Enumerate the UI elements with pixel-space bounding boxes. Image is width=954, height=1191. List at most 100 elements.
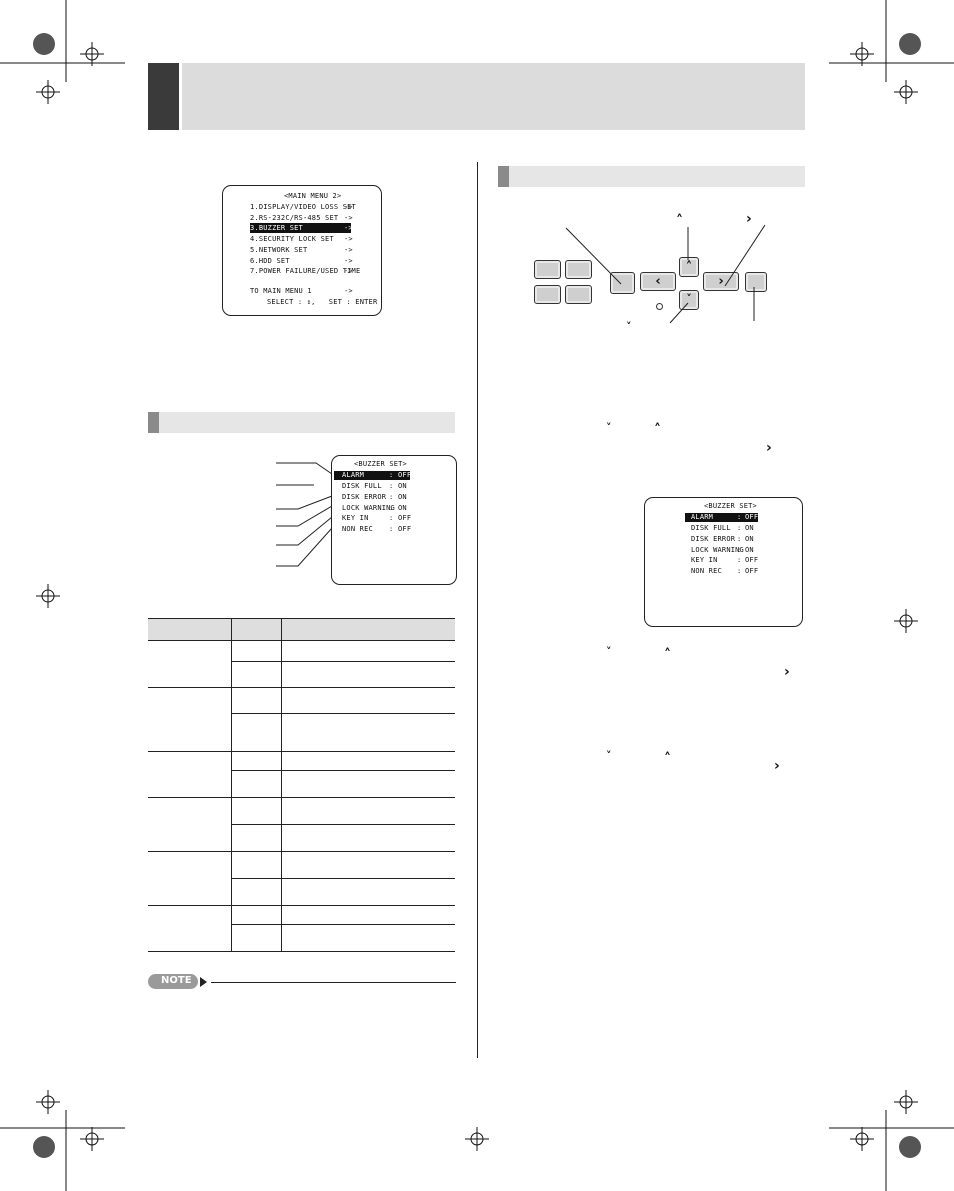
menu-return-main-menu-1[interactable]: TO MAIN MENU 1 — [250, 287, 312, 295]
chevron-right-icon: › — [746, 211, 752, 227]
panel-button[interactable] — [534, 285, 561, 304]
buzzer-title: <BUZZER SET> — [354, 460, 407, 468]
panel-button[interactable] — [534, 260, 561, 279]
chevron-up-icon: ˄ — [685, 260, 693, 275]
table-row — [148, 661, 455, 688]
menu-item-buzzer-set[interactable]: 3.BUZZER SET — [250, 224, 303, 232]
note-rule — [211, 982, 456, 983]
chevron-down-icon: ˅ — [626, 320, 632, 333]
buzzer-value-lock-warning[interactable]: ON — [398, 504, 407, 512]
buzzer-value-key-in[interactable]: OFF — [398, 514, 412, 522]
table-row — [148, 878, 455, 906]
buzzer-row-lock-warning[interactable]: LOCK WARNING — [691, 546, 744, 554]
note-marker: NOTE — [148, 974, 456, 990]
buzzer-row-highlight[interactable] — [685, 513, 758, 522]
buzzer-row-non-rec[interactable]: NON REC — [691, 567, 722, 575]
buzzer-row-key-in[interactable]: KEY IN — [691, 556, 718, 564]
section-bar-tab — [498, 166, 509, 187]
chevron-down-icon: ˅ — [606, 421, 612, 434]
menu-title: <MAIN MENU 2> — [284, 192, 342, 200]
right-arrow-button[interactable]: › — [703, 272, 739, 291]
table-row — [148, 687, 455, 752]
buzzer-value-alarm[interactable]: OFF — [745, 513, 759, 521]
panel-button[interactable] — [565, 285, 592, 304]
main-menu-2-screen: <MAIN MENU 2> 1.DISPLAY/VIDEO LOSS SET -… — [222, 185, 382, 316]
buzzer-sep: : — [737, 513, 742, 521]
menu-item-arrow: -> — [344, 214, 353, 222]
chevron-right-icon: › — [766, 440, 772, 456]
menu-item-power-failure[interactable]: 7.POWER FAILURE/USED TIME — [250, 267, 361, 275]
note-badge — [148, 974, 198, 989]
buzzer-value-non-rec[interactable]: OFF — [398, 525, 412, 533]
table-header-cell — [171, 618, 232, 641]
menu-item-arrow: -> — [344, 203, 353, 211]
menu-item-network-set[interactable]: 5.NETWORK SET — [250, 246, 308, 254]
menu-item-hdd-set[interactable]: 6.HDD SET — [250, 257, 290, 265]
buzzer-row-disk-full[interactable]: DISK FULL — [342, 482, 382, 490]
table-header-cell — [281, 618, 455, 641]
menu-item-rs232c[interactable]: 2.RS-232C/RS-485 SET — [250, 214, 339, 222]
down-arrow-button[interactable]: ˅ — [679, 290, 699, 310]
table-header-cell — [231, 618, 282, 641]
buzzer-value-disk-full[interactable]: ON — [745, 524, 754, 532]
panel-button[interactable] — [565, 260, 592, 279]
control-panel-diagram: ‹ ˄ ˅ › — [500, 205, 805, 345]
buzzer-title: <BUZZER SET> — [704, 502, 757, 510]
chevron-up-icon: ˄ — [664, 751, 671, 767]
buzzer-sep: : — [737, 524, 742, 532]
enter-button[interactable] — [745, 272, 767, 292]
buzzer-set-screen-right: <BUZZER SET> ALARM : OFF DISK FULL : ON … — [644, 497, 803, 627]
buzzer-value-disk-full[interactable]: ON — [398, 482, 407, 490]
menu-item-display-video-loss[interactable]: 1.DISPLAY/VIDEO LOSS SET — [250, 203, 356, 211]
chevron-down-icon: ˅ — [686, 292, 692, 305]
menu-item-arrow: -> — [344, 267, 353, 275]
buzzer-row-disk-error[interactable]: DISK ERROR — [342, 493, 387, 501]
buzzer-sep: : — [389, 525, 394, 533]
buzzer-row-disk-error[interactable]: DISK ERROR — [691, 535, 736, 543]
chevron-right-icon: › — [718, 274, 724, 289]
table-row — [148, 751, 455, 798]
buzzer-row-key-in[interactable]: KEY IN — [342, 514, 369, 522]
buzzer-row-highlight[interactable] — [334, 471, 410, 480]
column-divider — [477, 162, 478, 1058]
buzzer-value-key-in[interactable]: OFF — [745, 556, 759, 564]
buzzer-value-alarm[interactable]: OFF — [398, 471, 412, 479]
menu-item-arrow: -> — [344, 246, 353, 254]
buzzer-sep: : — [389, 504, 394, 512]
buzzer-sep: : — [737, 567, 742, 575]
settings-table — [148, 618, 455, 952]
section-bar-left — [148, 412, 455, 433]
menu-button[interactable] — [610, 272, 635, 294]
buzzer-value-lock-warning[interactable]: ON — [745, 546, 754, 554]
chevron-right-icon: › — [774, 758, 780, 774]
table-row — [148, 905, 455, 952]
control-leaders — [565, 224, 766, 324]
left-arrow-button[interactable]: ‹ — [640, 272, 676, 291]
table-row — [148, 924, 455, 952]
buzzer-sep: : — [389, 471, 394, 479]
buzzer-sep: : — [389, 482, 394, 490]
section-bar-tab — [148, 412, 159, 433]
buzzer-row-alarm[interactable]: ALARM — [342, 471, 365, 479]
buzzer-sep: : — [737, 535, 742, 543]
table-row — [148, 770, 455, 798]
buzzer-value-disk-error[interactable]: ON — [745, 535, 754, 543]
table-header-cell — [148, 618, 171, 641]
table-header-row — [148, 618, 455, 641]
table-row — [148, 824, 455, 852]
chevron-up-icon: ˄ — [664, 647, 671, 663]
buzzer-value-non-rec[interactable]: OFF — [745, 567, 759, 575]
buzzer-value-disk-error[interactable]: ON — [398, 493, 407, 501]
buzzer-row-lock-warning[interactable]: LOCK WARNING — [342, 504, 395, 512]
menu-item-buzzer-set-highlight[interactable] — [250, 223, 351, 233]
buzzer-sep: : — [737, 556, 742, 564]
buzzer-sep: : — [737, 546, 742, 554]
chevron-left-icon: ‹ — [655, 274, 661, 289]
buzzer-row-disk-full[interactable]: DISK FULL — [691, 524, 731, 532]
page-header-divider — [179, 63, 182, 130]
up-arrow-button[interactable]: ˄ — [679, 257, 699, 277]
section-bar-right — [498, 166, 805, 187]
buzzer-row-non-rec[interactable]: NON REC — [342, 525, 373, 533]
menu-item-security-lock[interactable]: 4.SECURITY LOCK SET — [250, 235, 334, 243]
buzzer-row-alarm[interactable]: ALARM — [691, 513, 714, 521]
